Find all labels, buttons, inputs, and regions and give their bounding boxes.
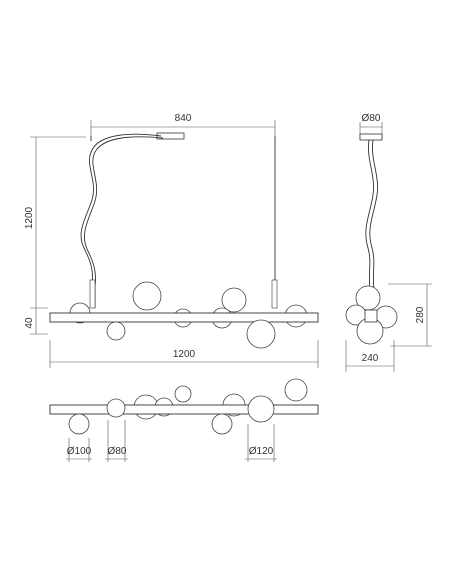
side-view: Ø80 280 240 (345, 113, 432, 372)
front-globe (106, 321, 126, 341)
dim-canopy-label: Ø80 (362, 113, 381, 124)
front-power-cable (80, 133, 162, 308)
top-globe (247, 395, 275, 423)
dim-1200-height-label: 1200 (24, 206, 35, 229)
side-bar-section (364, 309, 378, 323)
front-globe (246, 319, 276, 349)
dim-840-label: 840 (175, 113, 192, 124)
top-globe (284, 378, 308, 402)
dim-80-label: Ø80 (108, 446, 127, 457)
top-bar (49, 404, 319, 415)
front-globe (221, 287, 247, 313)
front-canopy (156, 132, 185, 140)
front-view: 840 1200 40 (24, 113, 319, 368)
front-globe (132, 281, 162, 311)
side-cable (365, 139, 375, 291)
top-view: Ø100 Ø80 Ø120 (49, 378, 319, 462)
front-bar (49, 312, 319, 323)
dim-240-label: 240 (362, 353, 379, 364)
dim-40-label: 40 (24, 317, 35, 329)
dim-100-label: Ø100 (67, 446, 92, 457)
top-globe (211, 413, 233, 435)
top-globe (174, 385, 192, 403)
top-globe (68, 413, 90, 435)
dim-120-label: Ø120 (249, 446, 274, 457)
top-globe (106, 398, 126, 418)
dim-1200-length-label: 1200 (173, 349, 196, 360)
side-canopy (359, 133, 383, 141)
dim-280-label: 280 (415, 306, 426, 323)
